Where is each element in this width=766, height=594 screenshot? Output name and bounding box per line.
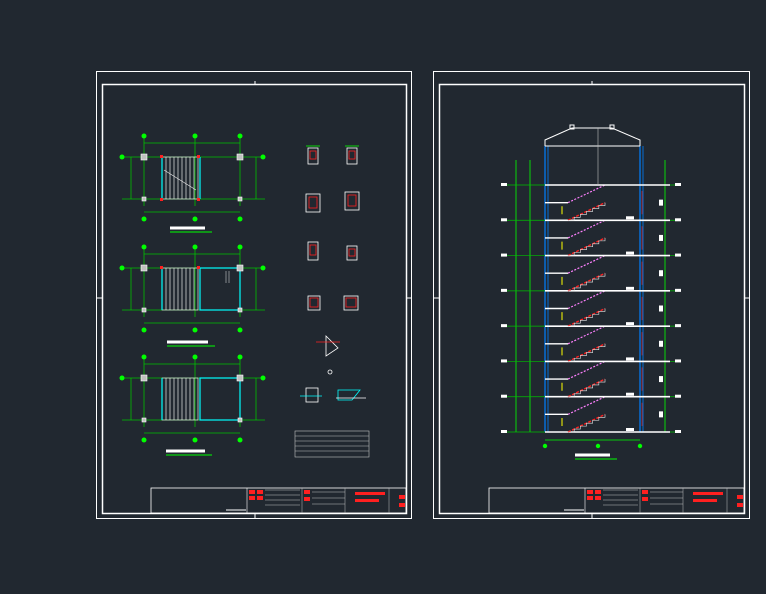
beam-mark-4 bbox=[626, 286, 634, 290]
axis-bubble-2 bbox=[595, 443, 601, 449]
axis-bubble-3 bbox=[637, 443, 643, 449]
level-tag-left-7 bbox=[501, 183, 507, 186]
detail-9 bbox=[316, 335, 340, 375]
detail-3 bbox=[305, 193, 321, 213]
level-tag-right-0 bbox=[675, 430, 681, 433]
window-mark-0 bbox=[659, 411, 663, 418]
level-tag-right-6 bbox=[675, 218, 681, 222]
beam-mark-0 bbox=[626, 428, 634, 431]
detail-11 bbox=[336, 389, 366, 401]
window-mark-2 bbox=[659, 340, 663, 347]
steps-0 bbox=[568, 414, 606, 433]
stair-plan-2[interactable] bbox=[119, 244, 266, 347]
beam-section-details[interactable] bbox=[300, 145, 366, 403]
window-mark-3 bbox=[659, 305, 663, 312]
window-mark-4 bbox=[659, 270, 663, 277]
level-tag-left-3 bbox=[501, 324, 507, 328]
detail-6 bbox=[346, 245, 358, 261]
level-tag-right-5 bbox=[675, 253, 681, 257]
detail-5 bbox=[307, 241, 319, 261]
sheet-2-inner-border bbox=[438, 83, 746, 515]
sheet-2-outer-border bbox=[433, 71, 750, 519]
detail-4 bbox=[344, 191, 360, 211]
beam-mark-1 bbox=[626, 392, 634, 396]
steps-4 bbox=[568, 273, 606, 292]
steps-6 bbox=[568, 202, 606, 221]
beam-mark-5 bbox=[626, 251, 634, 255]
detail-7 bbox=[307, 295, 321, 311]
roof-outline bbox=[544, 124, 641, 185]
flight-up-0 bbox=[567, 396, 606, 415]
sheet-1-inner-border bbox=[101, 83, 408, 515]
stair-plan-3[interactable] bbox=[119, 354, 266, 456]
steps-1 bbox=[568, 379, 606, 398]
sheet-2-title-block[interactable] bbox=[488, 487, 745, 514]
window-mark-1 bbox=[659, 376, 663, 383]
stair-plan-1[interactable] bbox=[119, 133, 266, 233]
flight-up-5 bbox=[567, 219, 606, 239]
flight-up-2 bbox=[567, 325, 606, 345]
beam-mark-2 bbox=[626, 357, 634, 361]
rebar-schedule-table[interactable] bbox=[294, 430, 370, 458]
level-tag-left-2 bbox=[501, 359, 507, 363]
level-tag-right-3 bbox=[675, 324, 681, 328]
level-tag-right-7 bbox=[675, 183, 681, 186]
level-tag-left-5 bbox=[501, 253, 507, 257]
flight-up-1 bbox=[567, 360, 606, 380]
detail-10 bbox=[300, 387, 322, 403]
axis-bubble-1 bbox=[542, 443, 548, 449]
window-mark-6 bbox=[659, 199, 663, 206]
level-tag-left-6 bbox=[501, 218, 507, 222]
stair-section-elevation[interactable] bbox=[501, 146, 681, 449]
level-tag-right-2 bbox=[675, 359, 681, 363]
steps-2 bbox=[568, 343, 606, 362]
level-tag-left-1 bbox=[501, 394, 507, 398]
steps-5 bbox=[568, 237, 606, 256]
window-mark-5 bbox=[659, 234, 663, 241]
beam-mark-6 bbox=[626, 216, 634, 220]
flight-up-3 bbox=[567, 290, 606, 310]
detail-8 bbox=[343, 295, 359, 311]
drawing-sheet-1[interactable] bbox=[96, 71, 412, 519]
detail-2 bbox=[345, 145, 359, 165]
detail-1 bbox=[306, 145, 320, 165]
level-tag-left-4 bbox=[501, 288, 507, 292]
steps-3 bbox=[568, 308, 606, 327]
flight-up-4 bbox=[567, 255, 606, 274]
level-tag-right-1 bbox=[675, 394, 681, 398]
drawing-sheet-2[interactable] bbox=[433, 71, 750, 519]
sheet-1-title-block[interactable] bbox=[150, 487, 407, 514]
flight-up-6 bbox=[567, 184, 606, 204]
level-tag-left-0 bbox=[501, 430, 507, 433]
beam-mark-3 bbox=[626, 322, 634, 326]
sheet-1-outer-border bbox=[96, 71, 412, 519]
level-tag-right-4 bbox=[675, 288, 681, 292]
